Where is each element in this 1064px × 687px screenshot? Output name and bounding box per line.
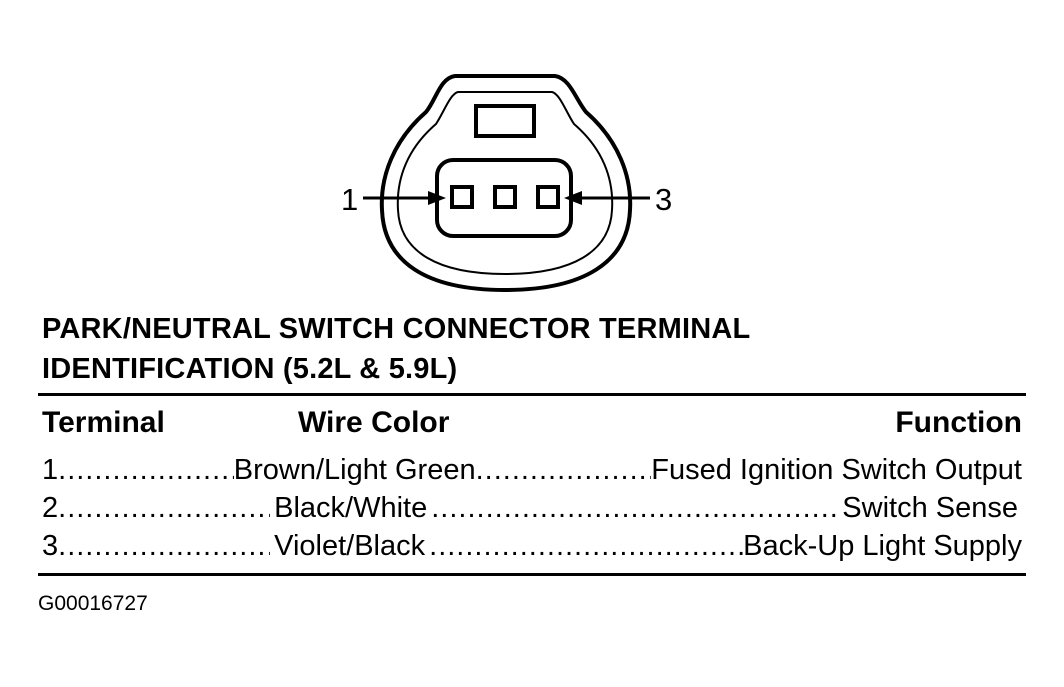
terminal-2-cavity (493, 185, 517, 209)
callout-label-1: 1 (341, 182, 358, 217)
terminal-cell: 3 (42, 530, 59, 562)
function-cell: Switch Sense (842, 492, 1018, 524)
table-top-rule (38, 393, 1026, 396)
terminal-1-cavity (450, 185, 474, 209)
header-terminal: Terminal (42, 406, 165, 439)
leader-dots (476, 452, 652, 488)
leader-dots (58, 452, 234, 488)
header-wire-color: Wire Color (298, 406, 450, 439)
table-row: 3 Violet/Black Back-Up Light Supply (42, 528, 1022, 564)
terminal-cell: 2 (42, 492, 59, 524)
leader-dots (429, 528, 743, 564)
function-cell: Back-Up Light Supply (743, 530, 1022, 562)
title-line-2: IDENTIFICATION (5.2L & 5.9L) (42, 353, 458, 385)
table-bottom-rule (38, 573, 1026, 576)
leader-dots (58, 528, 270, 564)
callout-arrowhead-3 (564, 191, 582, 205)
terminal-3-cavity (536, 185, 560, 209)
connector-lock-tab (474, 104, 536, 138)
title-line-1: PARK/NEUTRAL SWITCH CONNECTOR TERMINAL (42, 313, 751, 345)
callout-label-3: 3 (655, 182, 672, 217)
wire-color-cell: Black/White (274, 492, 428, 524)
callout-arrowhead-1 (428, 191, 446, 205)
leader-dots (431, 490, 838, 526)
figure-id: G00016727 (38, 592, 148, 615)
wire-color-cell: Brown/Light Green (233, 454, 476, 486)
leader-dots (58, 490, 270, 526)
table-row: 1 Brown/Light Green Fused Ignition Switc… (42, 452, 1022, 488)
table-row: 2 Black/White Switch Sense (42, 490, 1022, 526)
wire-color-cell: Violet/Black (274, 530, 426, 562)
header-function: Function (895, 406, 1022, 439)
connector-outer-shell (379, 74, 633, 293)
terminal-housing (435, 158, 573, 238)
connector-inner-shell (396, 91, 614, 276)
function-cell: Fused Ignition Switch Output (651, 454, 1022, 486)
terminal-cell: 1 (42, 454, 59, 486)
connector-diagram: 1 3 (341, 74, 672, 293)
